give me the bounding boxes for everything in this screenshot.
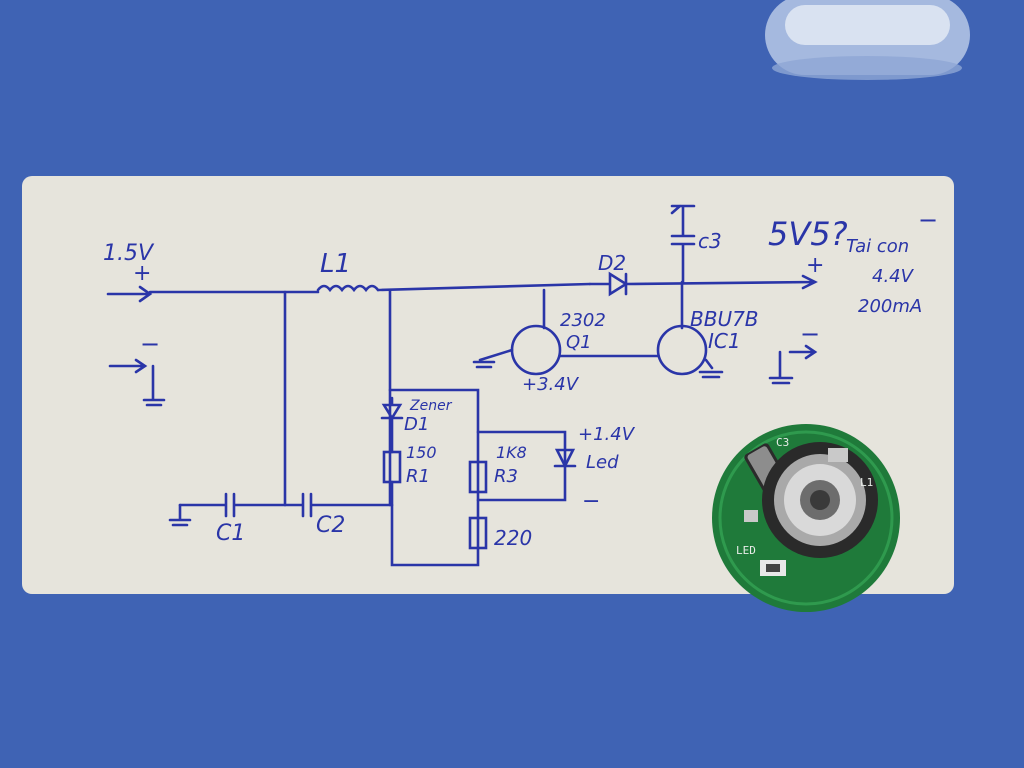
label-plus-out: + — [806, 253, 824, 278]
label-ic-name: IC1 — [708, 329, 741, 353]
pcb-label-side: L1 — [860, 476, 873, 489]
label-led-minus: − — [582, 489, 600, 514]
label-inductor: L1 — [320, 249, 351, 279]
label-cap-c1: C1 — [216, 521, 245, 546]
label-zener: Zener — [409, 398, 453, 414]
label-minus-out: − — [800, 320, 820, 348]
pcb-label-c: C3 — [776, 436, 789, 449]
label-output-dash: − — [918, 206, 938, 234]
label-output-voltage: 5V5? — [768, 215, 848, 253]
label-q1-voltage: +3.4V — [522, 374, 580, 395]
label-zener-d1: D1 — [404, 414, 429, 435]
label-plus-in: + — [133, 261, 151, 286]
circuit-schematic — [106, 204, 818, 567]
label-led-voltage: +1.4V — [578, 424, 636, 445]
schematic-labels: 1.5V + − L1 D2 c3 5V5? − Tai con 4.4V 20… — [103, 206, 938, 550]
label-cap-c2: C2 — [316, 513, 345, 538]
label-transistor-q1: Q1 — [566, 332, 592, 353]
label-transistor-code: 2302 — [560, 310, 606, 331]
label-ic-code: BBU7B — [690, 307, 759, 331]
label-r3-value: 1K8 — [496, 443, 527, 462]
label-r1-value: 150 — [406, 443, 437, 462]
label-r1-name: R1 — [406, 466, 430, 487]
label-output-note-3: 200mA — [858, 296, 922, 317]
label-r3-name: R3 — [494, 466, 518, 487]
label-cap-c3: c3 — [698, 229, 722, 253]
label-input-voltage: 1.5V — [103, 241, 155, 266]
label-output-note-2: 4.4V — [872, 266, 915, 287]
glass-jar — [765, 0, 970, 80]
label-minus-in: − — [140, 330, 160, 358]
label-led-name: Led — [586, 452, 619, 473]
pcb-label-led: LED — [736, 544, 756, 557]
label-output-note-1: Tai con — [846, 236, 909, 257]
led-driver-pcb: C3 LED L1 — [712, 424, 900, 612]
label-diode-d2: D2 — [598, 251, 626, 275]
label-r-bottom-value: 220 — [494, 526, 532, 550]
